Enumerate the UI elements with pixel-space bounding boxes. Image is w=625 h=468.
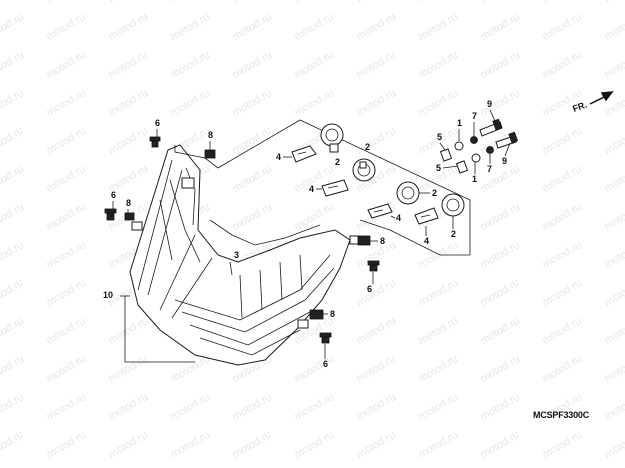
callout-8-right: 8 xyxy=(380,236,385,246)
callout-6-left: 6 xyxy=(111,190,116,200)
callout-labels: 6 8 6 8 3 10 6 8 8 6 4 2 2 4 2 4 4 2 5 5 xyxy=(103,99,511,369)
callout-6-top: 6 xyxy=(155,118,160,128)
callout-7-b: 7 xyxy=(487,164,492,174)
callout-3: 3 xyxy=(234,250,239,260)
callout-9-b: 9 xyxy=(502,156,507,166)
socket-2-b xyxy=(352,158,376,182)
callout-6-right: 6 xyxy=(367,284,372,294)
callout-1-b: 1 xyxy=(472,174,477,184)
socket-2-c xyxy=(396,181,420,205)
callout-4-b: 4 xyxy=(309,184,314,194)
callout-1-a: 1 xyxy=(457,118,462,128)
socket-2-d xyxy=(441,193,465,217)
bulb-4-d xyxy=(414,207,439,225)
callout-8-top: 8 xyxy=(208,130,213,140)
bulb-4-b xyxy=(321,179,349,197)
bulb-4-a xyxy=(291,145,317,163)
front-label: FR. xyxy=(571,100,588,114)
callout-4-c: 4 xyxy=(396,213,401,223)
bolt-6-left xyxy=(104,208,117,221)
callout-7-a: 7 xyxy=(472,111,477,121)
callout-2-a: 2 xyxy=(335,157,340,167)
diagram-code: MCSPF3300C xyxy=(533,410,590,420)
adjuster-lower xyxy=(455,131,519,174)
socket-2-a xyxy=(320,123,344,153)
front-arrow-icon xyxy=(589,91,614,105)
bolt-6-right xyxy=(367,260,380,272)
callout-2-d: 2 xyxy=(451,229,456,239)
headlight-assembly xyxy=(129,144,361,366)
callout-2-b: 2 xyxy=(365,142,370,152)
callout-4-d: 4 xyxy=(424,236,429,246)
callout-5-b: 5 xyxy=(436,163,441,173)
callout-6-bottom: 6 xyxy=(323,359,328,369)
clip-8-top xyxy=(204,149,216,159)
callout-8-left: 8 xyxy=(126,198,131,208)
callout-2-c: 2 xyxy=(432,188,437,198)
clip-8-left xyxy=(124,212,135,221)
callout-5-a: 5 xyxy=(437,132,442,142)
adjuster-upper xyxy=(439,118,503,162)
leader-lines xyxy=(120,119,471,363)
callout-4-a: 4 xyxy=(276,152,281,162)
callout-8-bottom: 8 xyxy=(330,309,335,319)
callout-10: 10 xyxy=(103,290,113,300)
clip-8-right xyxy=(357,235,371,246)
clip-8-bottom xyxy=(309,309,324,320)
bulb-4-c xyxy=(367,203,393,219)
callout-9-a: 9 xyxy=(487,99,492,109)
front-direction-indicator: FR. xyxy=(571,91,614,114)
bolt-6-top xyxy=(149,136,161,148)
bolt-6-bottom xyxy=(319,332,332,344)
